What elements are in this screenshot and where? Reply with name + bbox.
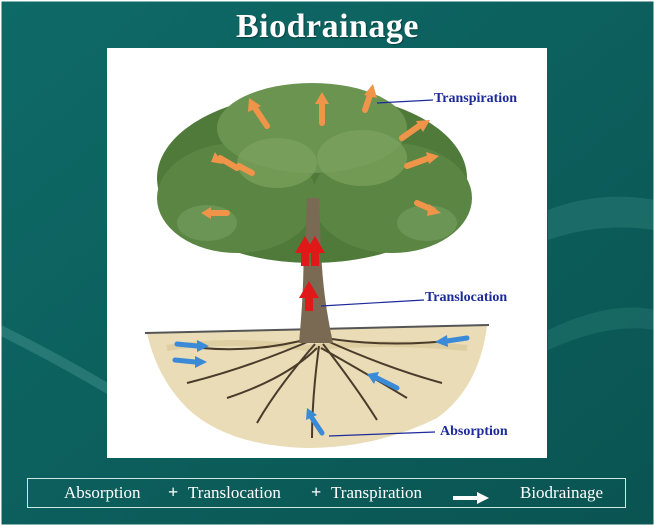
- equation-term-absorption: Absorption: [64, 483, 141, 503]
- absorption-label: Absorption: [440, 424, 508, 440]
- slide-title: Biodrainage: [0, 8, 655, 46]
- equation-term-translocation: Translocation: [188, 483, 281, 503]
- transpiration-label: Transpiration: [434, 91, 517, 107]
- tree-illustration: [107, 48, 547, 458]
- translocation-label: Translocation: [425, 290, 507, 306]
- plus-operator: +: [168, 482, 178, 503]
- equation-result: Biodrainage: [520, 483, 603, 503]
- tree-diagram-panel: Transpiration Translocation Absorption: [107, 48, 547, 458]
- equation-bar: Absorption + Translocation + Transpirati…: [27, 478, 626, 508]
- plus-operator: +: [311, 482, 321, 503]
- equation-term-transpiration: Transpiration: [331, 483, 422, 503]
- right-arrow-icon: [453, 489, 489, 509]
